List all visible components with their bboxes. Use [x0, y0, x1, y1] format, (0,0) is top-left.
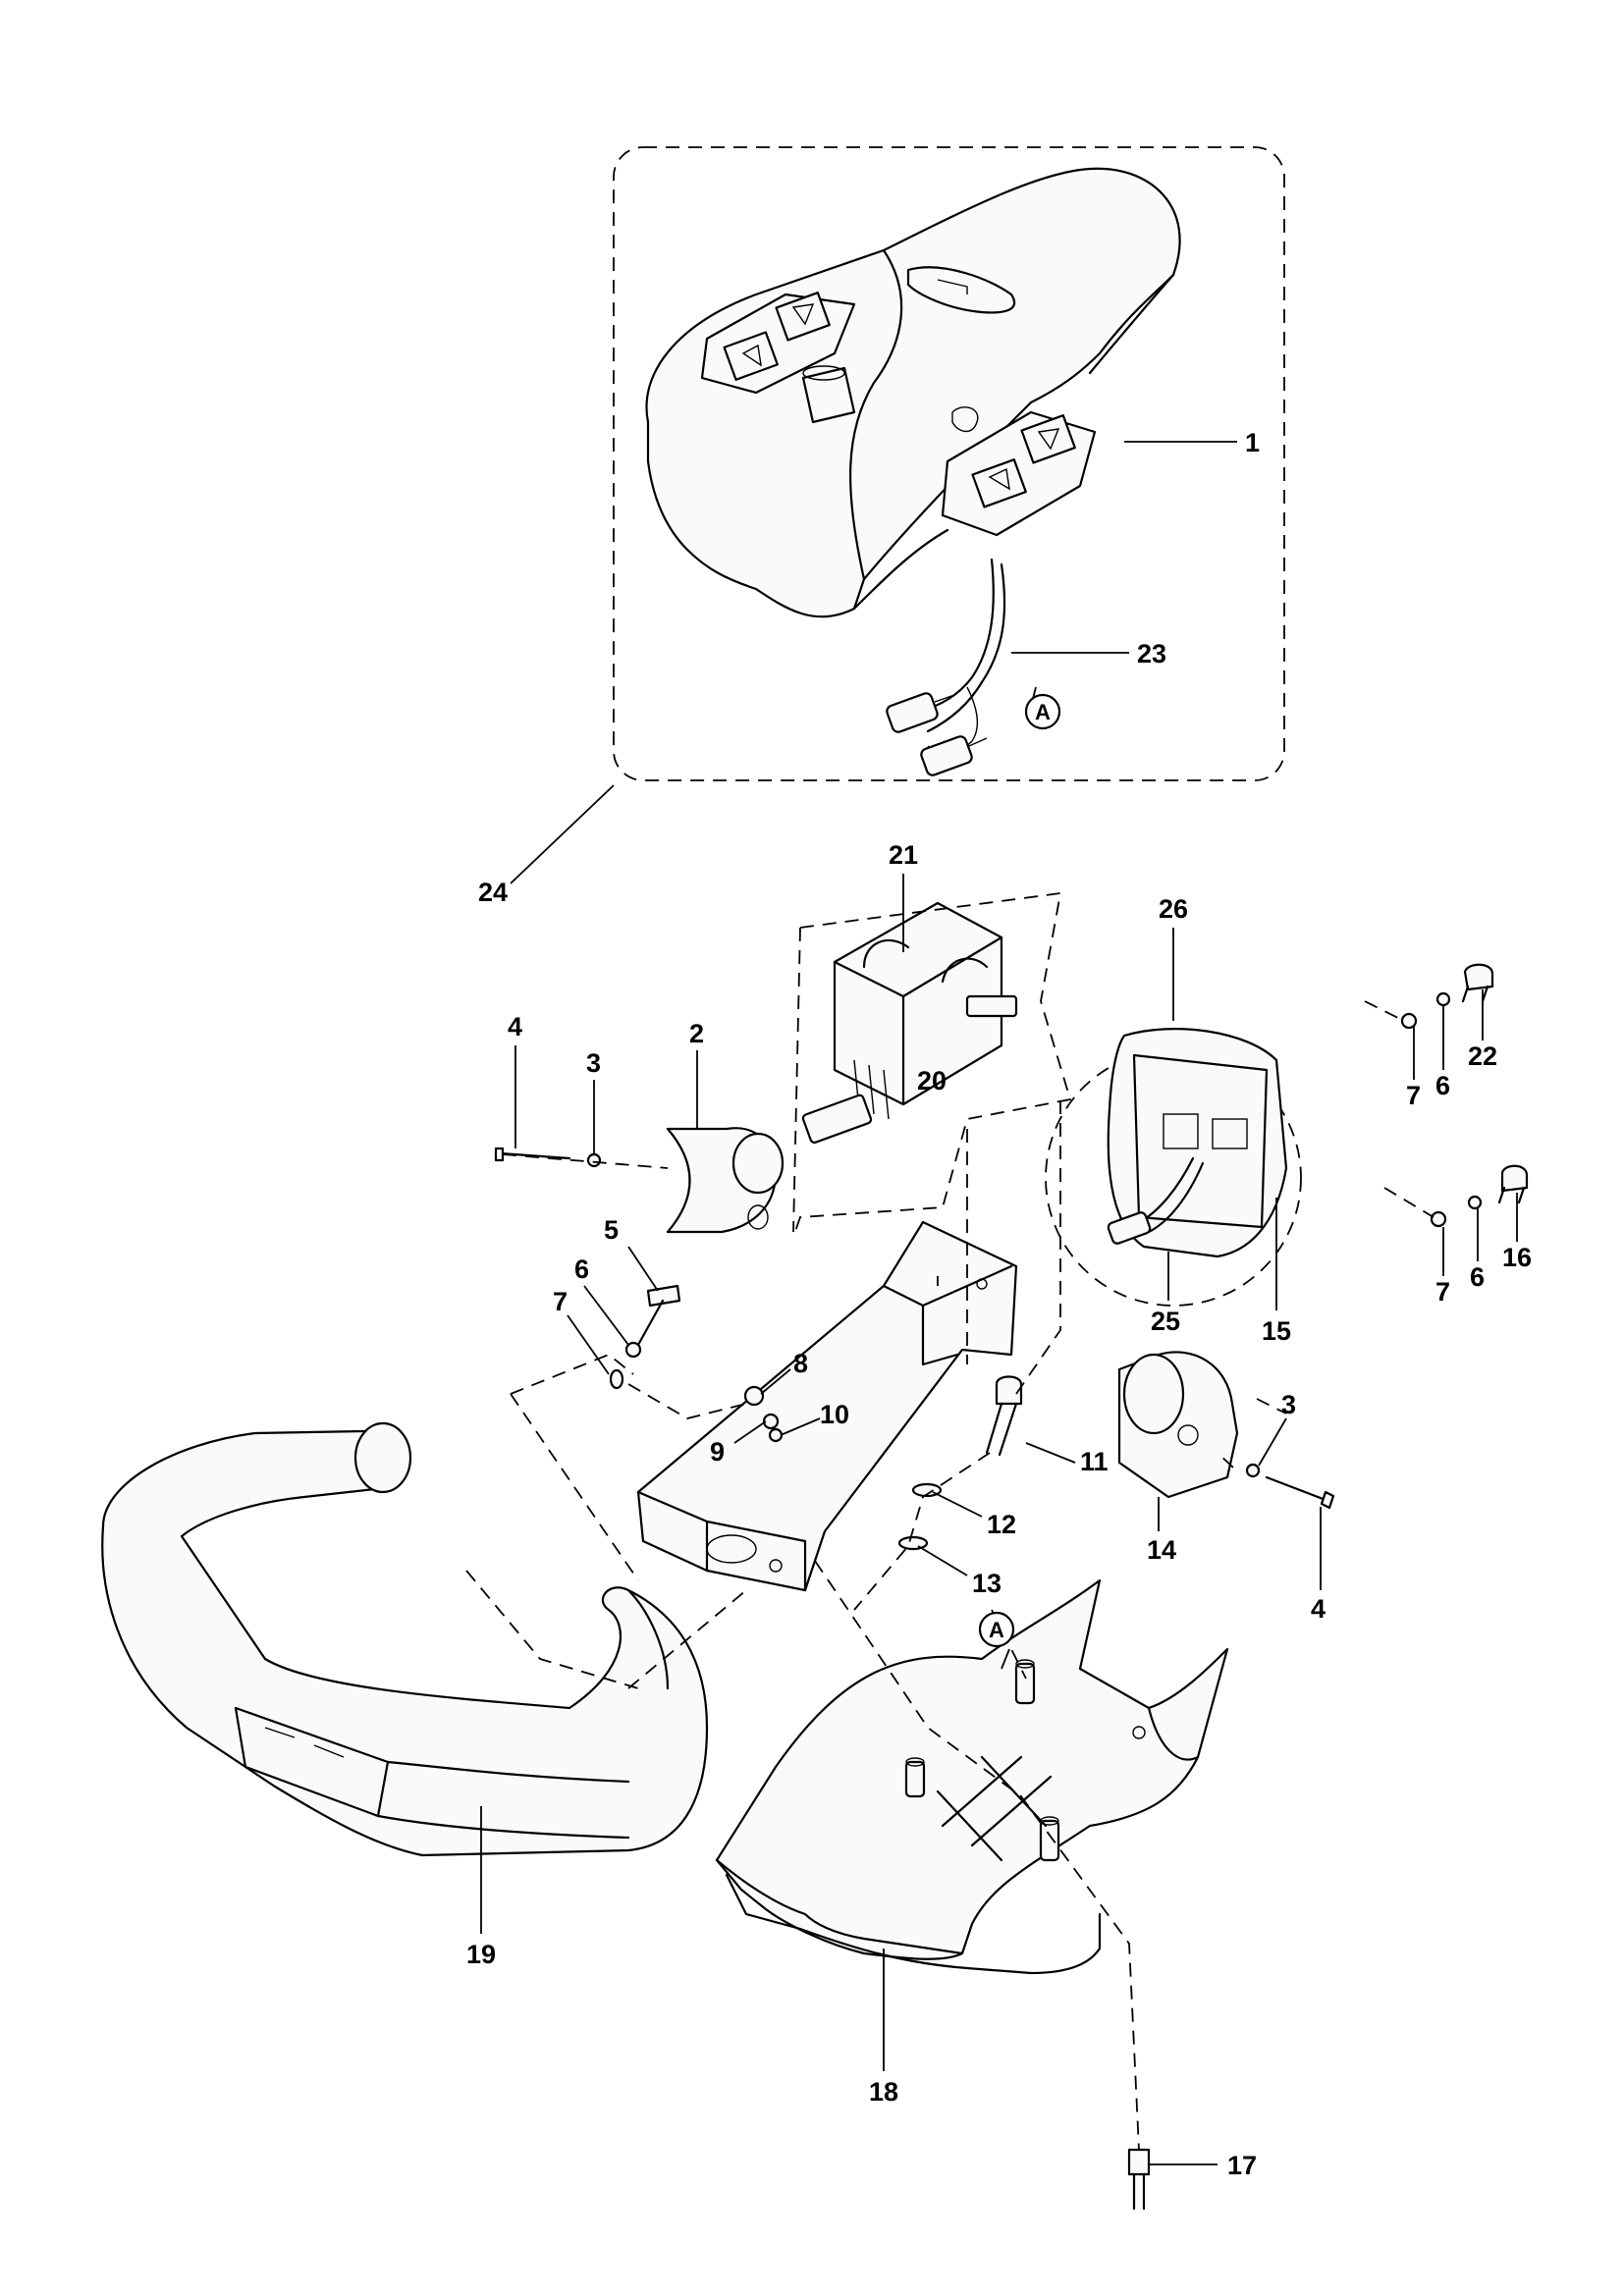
callout-24: 24	[478, 878, 508, 907]
part-14-right-block	[1117, 1351, 1239, 1499]
callout-26: 26	[1159, 894, 1188, 924]
callout-2: 2	[689, 1019, 704, 1048]
callout-16: 16	[1502, 1243, 1532, 1272]
callout-11: 11	[1080, 1447, 1109, 1476]
small-hardware	[494, 963, 1529, 2211]
callout-4-right: 4	[1311, 1594, 1326, 1624]
callout-4-left: 4	[508, 1012, 522, 1041]
callout-3-left: 3	[586, 1048, 601, 1078]
bracket-21-outline-left	[792, 927, 801, 1233]
callout-15: 15	[1262, 1316, 1291, 1346]
reference-letter-a-lower: A	[989, 1618, 1004, 1642]
callout-21: 21	[889, 840, 918, 870]
bracket-21-outline	[792, 891, 1072, 1238]
callout-13: 13	[972, 1569, 1001, 1598]
reference-letter-a-upper: A	[1035, 700, 1051, 724]
callout-6-left: 6	[574, 1255, 589, 1284]
part-1-top-cover	[645, 167, 1181, 618]
callout-numbers: 1 23 24 21 26 4 3 2 20 5 6 7 8 9 10 11 1…	[466, 428, 1532, 2180]
callout-22: 22	[1468, 1041, 1497, 1071]
callout-10: 10	[820, 1400, 849, 1429]
callout-23: 23	[1137, 639, 1166, 668]
part-23-wiring-harness	[886, 558, 1006, 776]
callout-19: 19	[466, 1940, 496, 1969]
callout-3-right: 3	[1281, 1390, 1296, 1419]
part-2-left-block	[666, 1127, 785, 1234]
part-20-channel-mount	[636, 1220, 1018, 1592]
callout-12: 12	[987, 1510, 1016, 1539]
callout-5: 5	[604, 1215, 619, 1245]
callout-18: 18	[869, 2077, 898, 2107]
assembly-lines	[465, 1000, 1435, 2151]
part-15-control-module	[1107, 1028, 1288, 1258]
callout-6-lower-right: 6	[1470, 1262, 1485, 1292]
assembly-26-boundary	[1045, 1049, 1302, 1307]
callout-25: 25	[1151, 1307, 1180, 1336]
callout-8: 8	[793, 1349, 808, 1378]
callout-20: 20	[917, 1066, 947, 1095]
callout-6-upper-right: 6	[1435, 1071, 1450, 1100]
part-21-switch-bracket	[801, 901, 1018, 1145]
callout-7-upper-right: 7	[1406, 1081, 1421, 1110]
part-19-handle-bar	[101, 1421, 709, 1857]
callout-9: 9	[710, 1437, 725, 1467]
callout-7-lower-right: 7	[1435, 1277, 1450, 1307]
callout-7-left: 7	[553, 1287, 568, 1316]
reference-marker-a-upper	[1024, 693, 1061, 730]
callout-14: 14	[1147, 1535, 1176, 1565]
assembly-24-boundary	[613, 146, 1285, 781]
reference-marker-a-lower	[978, 1611, 1015, 1648]
callout-1: 1	[1245, 428, 1260, 457]
part-18-base-cover	[715, 1578, 1229, 1975]
callout-17: 17	[1227, 2151, 1257, 2180]
